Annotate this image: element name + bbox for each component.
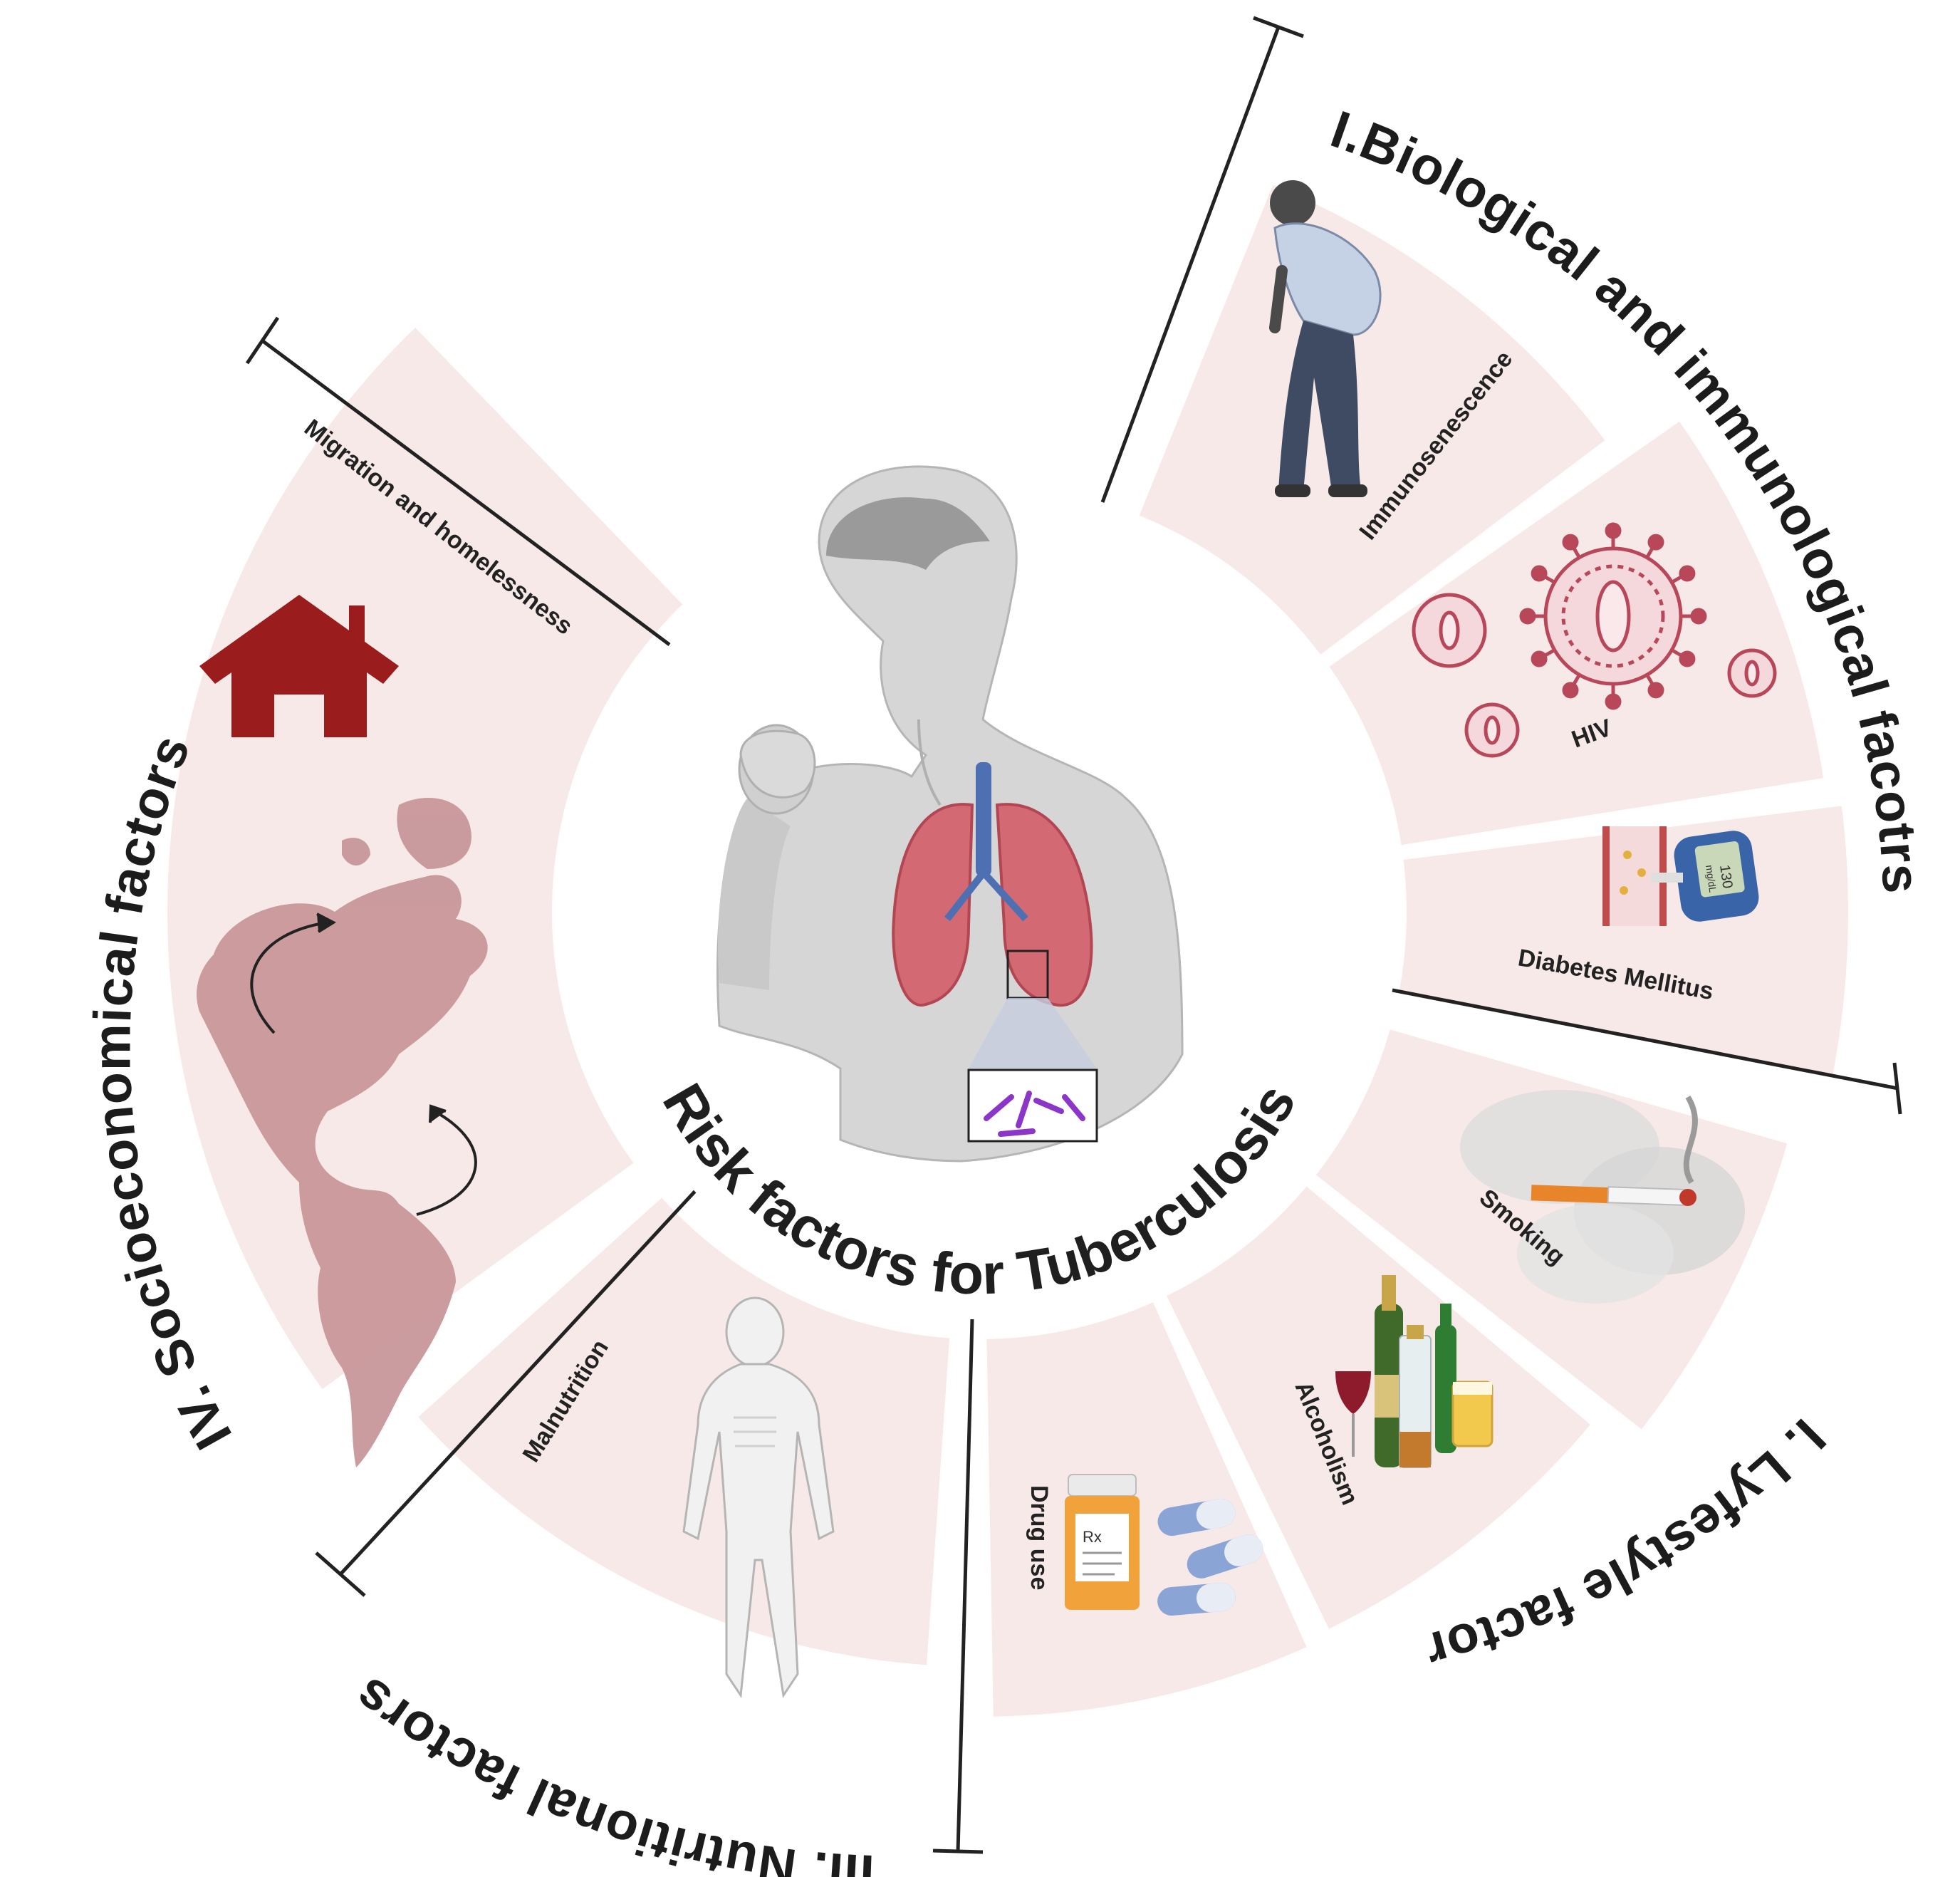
segment-drug-use bbox=[986, 1302, 1307, 1717]
glucometer-icon: 130 mg/dL bbox=[1602, 826, 1759, 926]
pill-bottle-icon: Rx bbox=[1065, 1474, 1140, 1610]
elderly-man-icon bbox=[1269, 180, 1382, 497]
virus-icon bbox=[1412, 522, 1777, 758]
bracket-lifestyle bbox=[932, 1319, 984, 1854]
virus-spike-tip bbox=[1605, 693, 1622, 710]
bracket-socioeconomic bbox=[245, 316, 671, 647]
virus-spike-tip bbox=[1690, 608, 1707, 625]
virus-spike-tip bbox=[1679, 650, 1696, 667]
virus-spike-tip bbox=[1562, 682, 1579, 699]
americas-map-icon bbox=[197, 798, 488, 1467]
category-label-nutritional: III. Nutritional factors bbox=[343, 1665, 875, 1877]
bottles-icon bbox=[1335, 1275, 1494, 1468]
segment-malnutrition bbox=[418, 1197, 950, 1665]
coughing-person-illustration bbox=[716, 465, 1184, 1163]
glucometer-unit: mg/dL bbox=[1704, 864, 1719, 893]
virus-spike-tip bbox=[1647, 682, 1664, 699]
virus-spike-tip bbox=[1679, 565, 1696, 582]
virus-spike-tip bbox=[1647, 534, 1664, 551]
cigarette-icon bbox=[1460, 1090, 1745, 1304]
emaciated-body-icon bbox=[682, 1296, 835, 1699]
virus-spike-tip bbox=[1531, 650, 1548, 667]
segment-immunosenescence bbox=[1139, 185, 1605, 655]
prescription-symbol: Rx bbox=[1083, 1528, 1102, 1546]
migration-arrows bbox=[250, 912, 477, 1216]
virus-spike-tip bbox=[1531, 565, 1548, 582]
glucometer-reading: 130 bbox=[1716, 864, 1735, 890]
label-drug-use: Drug use bbox=[1026, 1485, 1053, 1590]
bracket-nutritional bbox=[315, 1188, 698, 1597]
virus-spike-tip bbox=[1519, 608, 1536, 625]
virus-spike-tip bbox=[1605, 522, 1622, 539]
capsule-icon bbox=[1157, 1498, 1263, 1616]
virus-spike-tip bbox=[1562, 534, 1579, 551]
house-icon bbox=[199, 595, 399, 737]
